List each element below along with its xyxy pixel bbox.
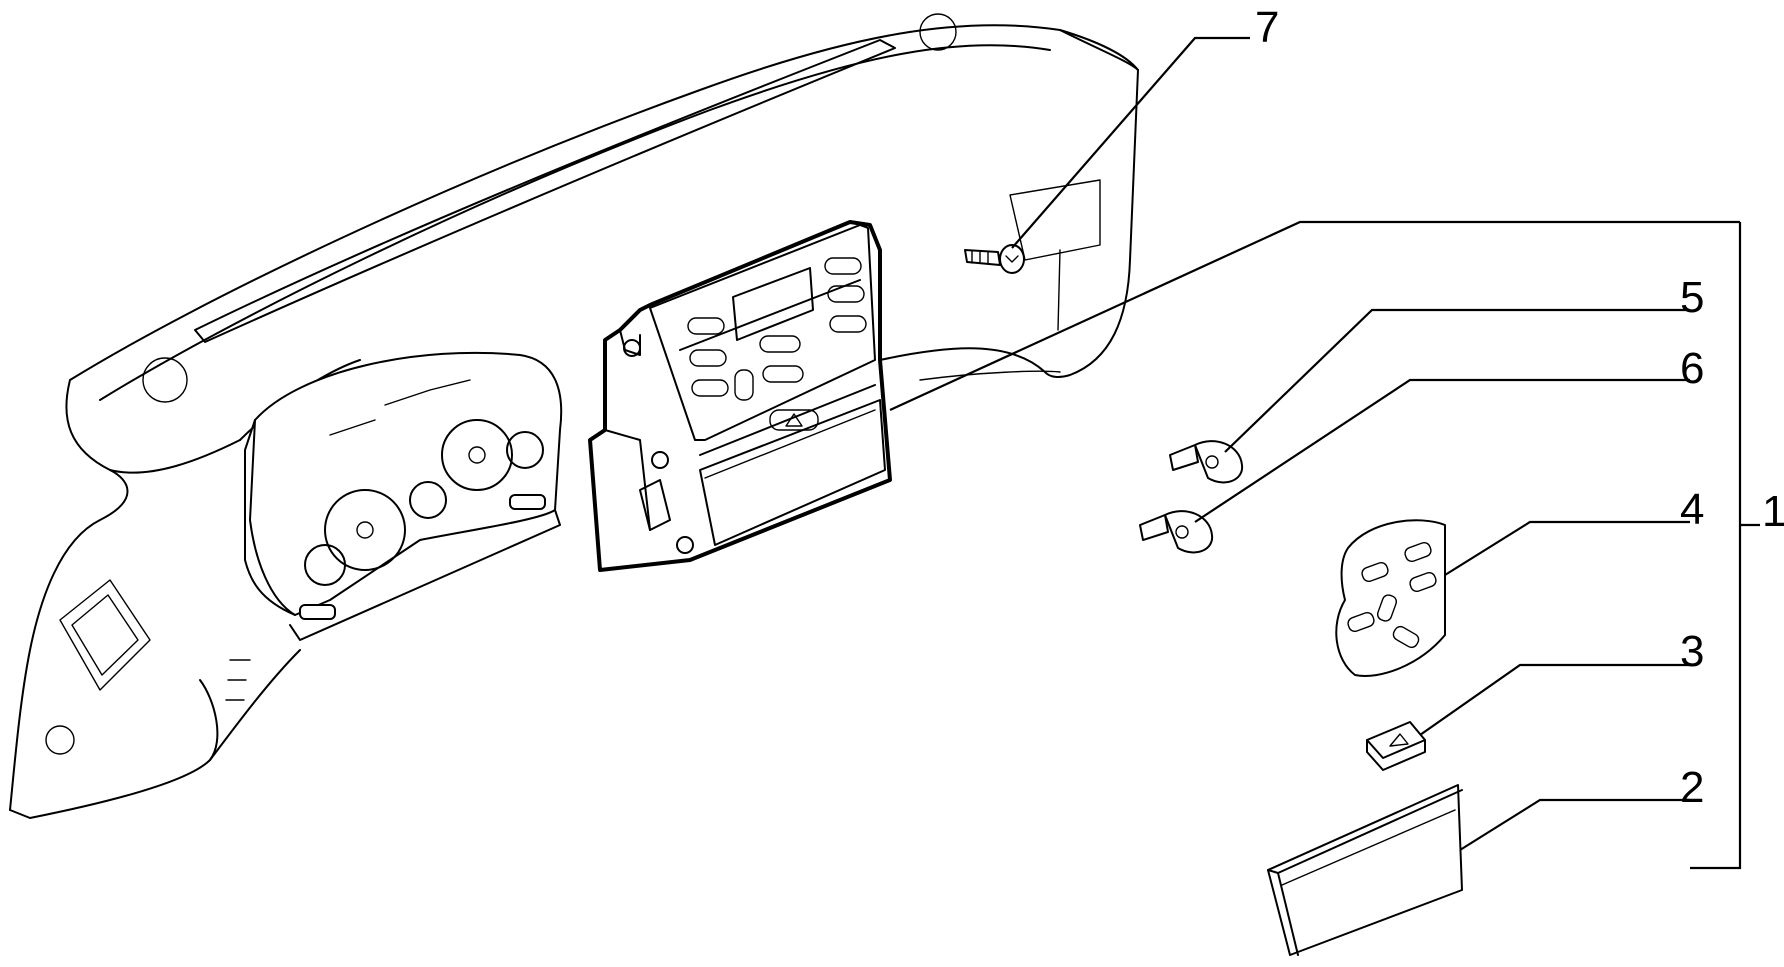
instrument-cluster <box>244 351 563 641</box>
button-pad-part-4 <box>1335 519 1446 677</box>
dashboard-panel <box>9 13 1139 819</box>
control-buttons <box>687 257 867 431</box>
callout-3: 3 <box>1680 627 1704 676</box>
bulb-part-5 <box>1169 440 1244 484</box>
hazard-switch-part-3 <box>1366 721 1426 771</box>
callout-7: 7 <box>1255 3 1279 52</box>
callout-6: 6 <box>1680 344 1704 393</box>
callout-1: 1 <box>1762 487 1784 536</box>
bulb-part-6 <box>1139 510 1214 554</box>
callout-2: 2 <box>1680 763 1704 812</box>
callout-5: 5 <box>1680 273 1704 322</box>
faceplate-part-2 <box>1267 784 1463 956</box>
control-unit <box>588 220 892 572</box>
callout-4: 4 <box>1680 485 1704 534</box>
leader-lines <box>889 36 1760 870</box>
screw-part-7 <box>964 244 1025 274</box>
